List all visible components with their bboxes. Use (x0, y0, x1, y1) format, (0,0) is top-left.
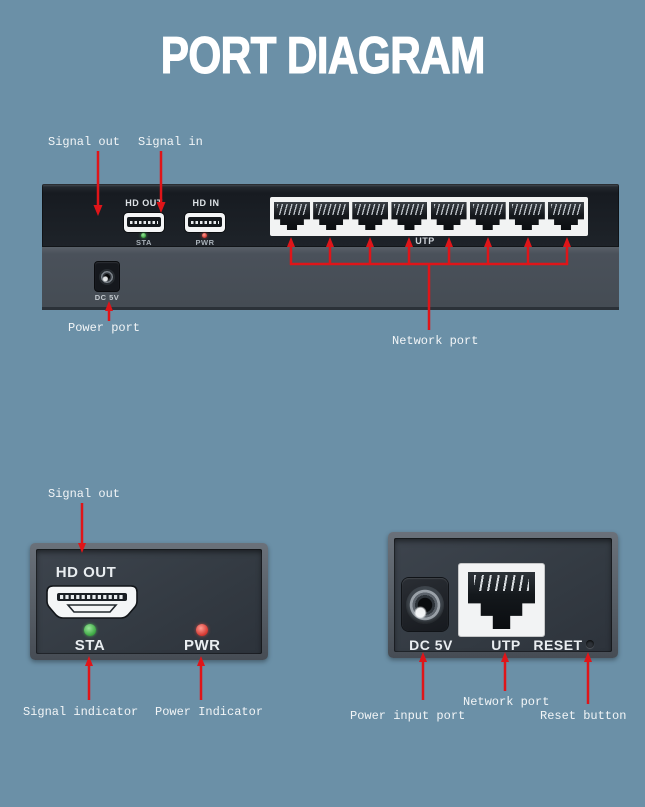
utp-label: UTP (415, 236, 435, 246)
callout-power-input-port: Power input port (350, 709, 466, 723)
rj45-port-closeup (458, 563, 545, 637)
rear-top-panel: HD OUT STA HD IN PWR UTP (42, 184, 619, 247)
transmitter-faceplate: DC 5V UTP RESET (394, 538, 612, 653)
rj45-port (469, 202, 506, 230)
hd-out-label: HD OUT (125, 198, 163, 208)
pwr-led-icon-closeup (196, 624, 208, 636)
callout-signal-out-closeup: Signal out (48, 487, 121, 501)
dc-jack-icon-closeup (402, 578, 448, 631)
callout-power-indicator: Power Indicator (155, 705, 264, 719)
callout-signal-out: Signal out (48, 135, 121, 149)
hdmi-in-port-icon (185, 213, 225, 232)
reset-hole-icon (586, 640, 594, 648)
rj45-port (430, 202, 467, 230)
sta-led-icon-closeup (84, 624, 96, 636)
hdmi-port-icon-closeup (46, 585, 138, 619)
pwr-led-icon (202, 233, 207, 238)
callout-signal-indicator: Signal indicator (23, 705, 139, 719)
callout-signal-in: Signal in (138, 135, 203, 149)
pwr-label: PWR (195, 238, 215, 247)
hd-out-label-closeup: HD OUT (55, 564, 117, 581)
sta-led-icon (141, 233, 146, 238)
rj45-port (391, 202, 428, 230)
callout-power-port: Power port (68, 321, 141, 335)
callout-network-port-closeup: Network port (463, 695, 550, 709)
page-title: PORT DIAGRAM (160, 27, 486, 86)
receiver-faceplate: HD OUT STA PWR (36, 549, 262, 654)
rj45-port (313, 202, 350, 230)
rj45-port (547, 202, 584, 230)
rj45-port (352, 202, 389, 230)
hd-in-label: HD IN (192, 198, 220, 208)
dc-5v-label-closeup: DC 5V (409, 637, 453, 653)
rj45-port-strip (270, 197, 588, 236)
sta-label-closeup: STA (74, 637, 106, 654)
device-receiver-closeup: HD OUT STA PWR (30, 543, 268, 660)
rj45-port (508, 202, 545, 230)
pwr-label-closeup: PWR (184, 637, 221, 654)
hdmi-out-port-icon (124, 213, 164, 232)
rear-bottom-panel: DC 5V (42, 247, 619, 310)
dc-jack-icon (95, 262, 119, 291)
reset-label-closeup: RESET (533, 637, 583, 653)
callout-reset-button: Reset button (540, 709, 627, 723)
utp-label-closeup: UTP (491, 637, 521, 653)
callout-network-port: Network port (392, 334, 479, 348)
device-rear-panel: HD OUT STA HD IN PWR UTP (42, 184, 619, 310)
sta-label: STA (136, 238, 152, 247)
rj45-connector-icon (468, 572, 535, 629)
rj45-port (274, 202, 310, 230)
dc-5v-label: DC 5V (94, 293, 120, 302)
device-transmitter-closeup: DC 5V UTP RESET (388, 532, 618, 658)
